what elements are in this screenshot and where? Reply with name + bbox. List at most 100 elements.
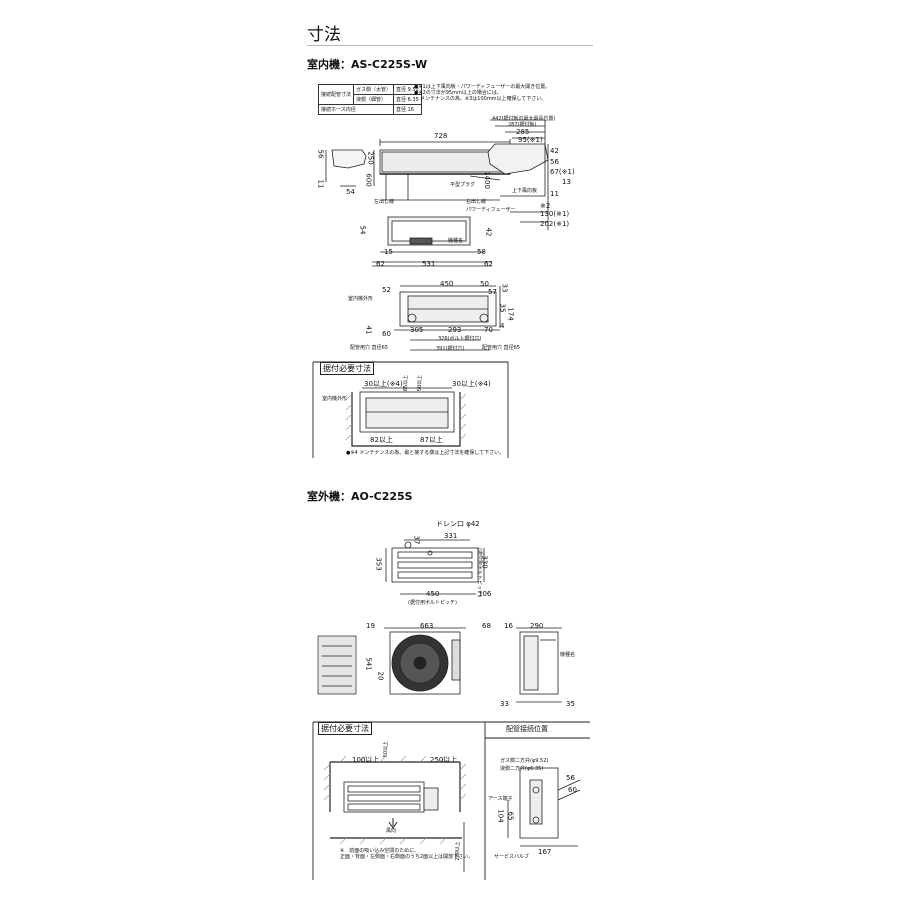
label-pipe-hole-left: 配管用穴 直径65 bbox=[350, 345, 388, 351]
dim-label: 42 bbox=[484, 227, 493, 237]
dim-label: 4 bbox=[500, 322, 505, 330]
label-flat-plug: 平型プラグ bbox=[450, 182, 476, 188]
dim-label: 16 bbox=[504, 622, 513, 630]
label-power-diffuser: パワーディフューザー bbox=[466, 207, 516, 213]
dim-label: 104 bbox=[496, 809, 505, 823]
indoor-heading: 室内機：AS-C225S-W bbox=[307, 58, 428, 71]
dim-label: 56 bbox=[316, 149, 325, 159]
label-service-valve: サービスバルブ bbox=[494, 854, 530, 860]
dim-label: 62 bbox=[484, 260, 493, 268]
dim-label: 450 bbox=[440, 280, 454, 288]
dim-label: 50以上 bbox=[383, 740, 390, 758]
dim-label: 50以上 bbox=[417, 374, 424, 392]
indoor-side-small-drawing bbox=[325, 149, 367, 187]
label-model-name: 機種名 bbox=[448, 238, 464, 244]
dim-label: 62 bbox=[376, 260, 385, 268]
label-wind-direction: 風向 bbox=[386, 828, 397, 834]
indoor-front-drawing bbox=[373, 139, 511, 201]
outdoor-install-drawing bbox=[323, 755, 467, 872]
dim-label: 100以上 bbox=[352, 756, 380, 764]
dim-label: 15 bbox=[384, 248, 393, 256]
dim-label: 58 bbox=[477, 248, 486, 256]
indoor-side-drawing bbox=[487, 119, 549, 230]
dim-label: 250以上 bbox=[430, 756, 458, 764]
dim-label: 56 bbox=[550, 158, 559, 166]
dim-label: 37 bbox=[412, 535, 421, 545]
dim-label: 33 bbox=[500, 283, 509, 293]
dim-label: 353 bbox=[374, 557, 383, 571]
dim-label: 56 bbox=[566, 774, 575, 782]
dim-label: 442(据付板の最大最長位置) bbox=[492, 116, 556, 122]
note-line: メンテナンスの為、※3は100mm以上確保して下さい。 bbox=[420, 96, 547, 102]
dim-label: 20 bbox=[376, 671, 385, 681]
dim-label: 11 bbox=[550, 190, 559, 198]
dim-label: 11 bbox=[316, 179, 325, 189]
spec-value: 直径 16 bbox=[393, 104, 422, 115]
outdoor-install-notes: ※ 前面の吸い込み空間のために、 正面・背面・左側面・右側面のうち2面以上は開放… bbox=[340, 848, 473, 860]
outdoor-top-drawing bbox=[385, 539, 485, 595]
label-indoor-outline: 室内機外形 bbox=[348, 296, 374, 302]
dim-label: 13 bbox=[562, 178, 571, 186]
label-liquid-valve: 液側二方弁(φ6.35) bbox=[500, 766, 544, 772]
dim-label: 30以上(※4) bbox=[452, 380, 491, 388]
dim-label: ドレン口 φ42 bbox=[436, 520, 480, 528]
piping-position-drawing bbox=[507, 767, 581, 847]
spec-label: 接続ホース内径 bbox=[317, 104, 395, 115]
indoor-notes: ●※1は上下風向板・パワーディフューザーの最大開き位置。 ●※2の寸法が95mm… bbox=[414, 84, 550, 102]
label-bolt-pitch: (据付用ボルトピッチ) bbox=[476, 548, 482, 597]
dim-label: 70 bbox=[484, 326, 493, 334]
dim-label: 167 bbox=[538, 848, 552, 856]
indoor-mount-plate-drawing bbox=[394, 285, 501, 351]
label-pipe-hole-right: 配管用穴 直径65 bbox=[482, 345, 520, 351]
outdoor-side-right-drawing bbox=[516, 627, 562, 703]
label-indoor-outline: 室内機外形 bbox=[322, 396, 348, 402]
piping-label: 配管接続位置 bbox=[506, 725, 548, 733]
indoor-spec-table: 接続配管寸法 ガス側（太管） 直径 9.52 液側（細管） 直径 6.35 接続… bbox=[317, 84, 422, 115]
dim-label: 250 bbox=[366, 151, 375, 165]
dim-label: 50 bbox=[480, 280, 489, 288]
dim-label: 41 bbox=[364, 325, 373, 335]
dim-label: 65以上 bbox=[403, 374, 410, 392]
page-title: 寸法 bbox=[307, 25, 341, 45]
dim-label: 30以上(※4) bbox=[364, 380, 403, 388]
dim-label: 531 bbox=[422, 260, 436, 268]
label-earth-terminal: アース端子 bbox=[488, 796, 513, 802]
dim-label: 293 bbox=[448, 326, 462, 334]
dim-label: 82以上 bbox=[370, 436, 393, 444]
label-left-outlet: 左出し線 bbox=[374, 199, 395, 205]
dim-label: 728 bbox=[434, 132, 448, 140]
dim-label: 35 bbox=[566, 700, 575, 708]
dim-label: 287(据付板) bbox=[508, 122, 537, 128]
dim-label: 52 bbox=[382, 286, 391, 294]
dim-label: ※2 bbox=[540, 202, 551, 210]
dim-label: 87以上 bbox=[420, 436, 443, 444]
label-right-outlet: 右出し線 bbox=[466, 199, 487, 205]
dim-label: 1400 bbox=[482, 171, 491, 189]
dim-label: 65 bbox=[506, 811, 515, 821]
indoor-install-drawing bbox=[345, 387, 467, 447]
dim-label: 60 bbox=[382, 330, 391, 338]
dim-label: 202(※1) bbox=[540, 220, 570, 228]
dim-label: 33 bbox=[500, 700, 509, 708]
dim-label: 130(※1) bbox=[540, 210, 570, 218]
dim-label: 60 bbox=[568, 786, 577, 794]
label-gas-valve: ガス側二方弁(φ9.52) bbox=[500, 758, 549, 764]
dim-label: 174 bbox=[506, 307, 515, 321]
dim-label: 19 bbox=[366, 622, 375, 630]
title-divider bbox=[307, 45, 593, 46]
outdoor-install-label: 据付必要寸法 bbox=[318, 722, 372, 735]
dim-label: 67(※1) bbox=[550, 168, 575, 176]
dim-label: 285 bbox=[516, 128, 530, 136]
outdoor-side-left-drawing bbox=[317, 635, 357, 695]
outdoor-heading: 室外機：AO-C225S bbox=[307, 490, 413, 503]
table-row: 接続ホース内径 直径 16 bbox=[317, 104, 422, 115]
dim-label: 326(ボルト据付穴) bbox=[438, 336, 482, 342]
note-line: ●※1は上下風向板・パワーディフューザーの最大開き位置。 bbox=[414, 84, 551, 90]
note-line: 正面・背面・左側面・右側面のうち2面以上は開放下さい。 bbox=[340, 854, 474, 860]
dim-label: 68 bbox=[482, 622, 491, 630]
dim-label: 54 bbox=[358, 225, 367, 235]
dim-label: 391(据付穴) bbox=[436, 346, 465, 352]
label-model-name: 機種名 bbox=[560, 652, 576, 658]
dim-label: 106 bbox=[478, 590, 492, 598]
